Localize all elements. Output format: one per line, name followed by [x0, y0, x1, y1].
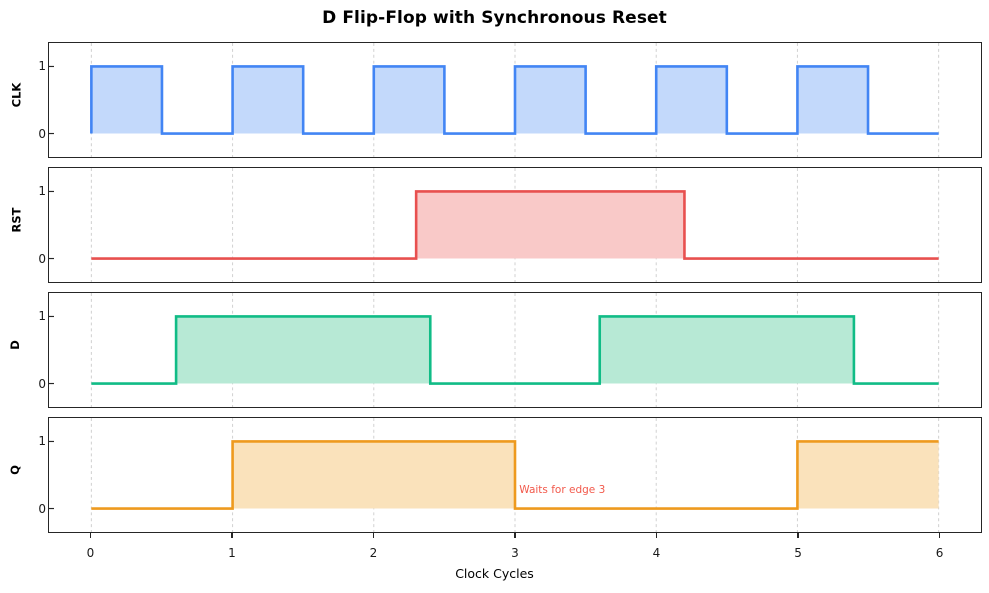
- panel-d: [48, 292, 982, 408]
- x-tick-mark: [231, 533, 233, 538]
- chart-title: D Flip-Flop with Synchronous Reset: [322, 8, 667, 28]
- waveform-fill: [91, 316, 939, 384]
- y-tick-label: 0: [38, 127, 46, 142]
- x-tick-label: 0: [86, 546, 95, 560]
- x-tick-label: 5: [794, 546, 802, 560]
- x-tick-mark: [372, 533, 375, 538]
- y-tick-label: 1: [38, 183, 46, 198]
- x-tick-mark: [938, 533, 941, 538]
- y-tick-label: 1: [38, 308, 46, 323]
- x-tick-label: 3: [511, 546, 519, 560]
- waveform-fill: [91, 191, 939, 259]
- y-tick-label: 1: [38, 433, 46, 448]
- x-tick-mark: [514, 533, 516, 538]
- axis-label-clk: CLK: [9, 82, 24, 108]
- axis-label-q: Q: [8, 465, 22, 475]
- waveform-line: [91, 441, 938, 508]
- waveform-line: [91, 316, 938, 383]
- panel-clk: [48, 42, 982, 158]
- panel-rst: [48, 167, 982, 283]
- axis-label-d: D: [7, 340, 22, 350]
- x-tick-label: 2: [369, 546, 378, 560]
- y-tick-label: 1: [38, 58, 46, 73]
- y-tick-label: 0: [38, 252, 46, 267]
- x-tick-label: 1: [228, 546, 236, 560]
- waveform-plot-d: [49, 293, 940, 407]
- x-tick-label: 6: [935, 546, 944, 560]
- x-tick-label: 4: [652, 546, 661, 560]
- waveform-line: [91, 191, 938, 258]
- y-tick-label: 0: [38, 502, 46, 517]
- axis-label-rst: RST: [9, 207, 24, 233]
- waveform-plot-clk: [49, 43, 940, 157]
- waveform-plot-q: [49, 418, 940, 532]
- chart-annotation: Waits for edge 3: [519, 484, 606, 497]
- panel-q: [48, 417, 982, 533]
- x-tick-mark: [797, 533, 799, 538]
- waveform-line: [91, 66, 938, 133]
- x-tick-mark: [89, 533, 92, 538]
- x-axis-label: Clock Cycles: [455, 566, 534, 581]
- waveform-plot-rst: [49, 168, 940, 282]
- y-tick-label: 0: [38, 377, 46, 392]
- x-tick-mark: [655, 533, 658, 538]
